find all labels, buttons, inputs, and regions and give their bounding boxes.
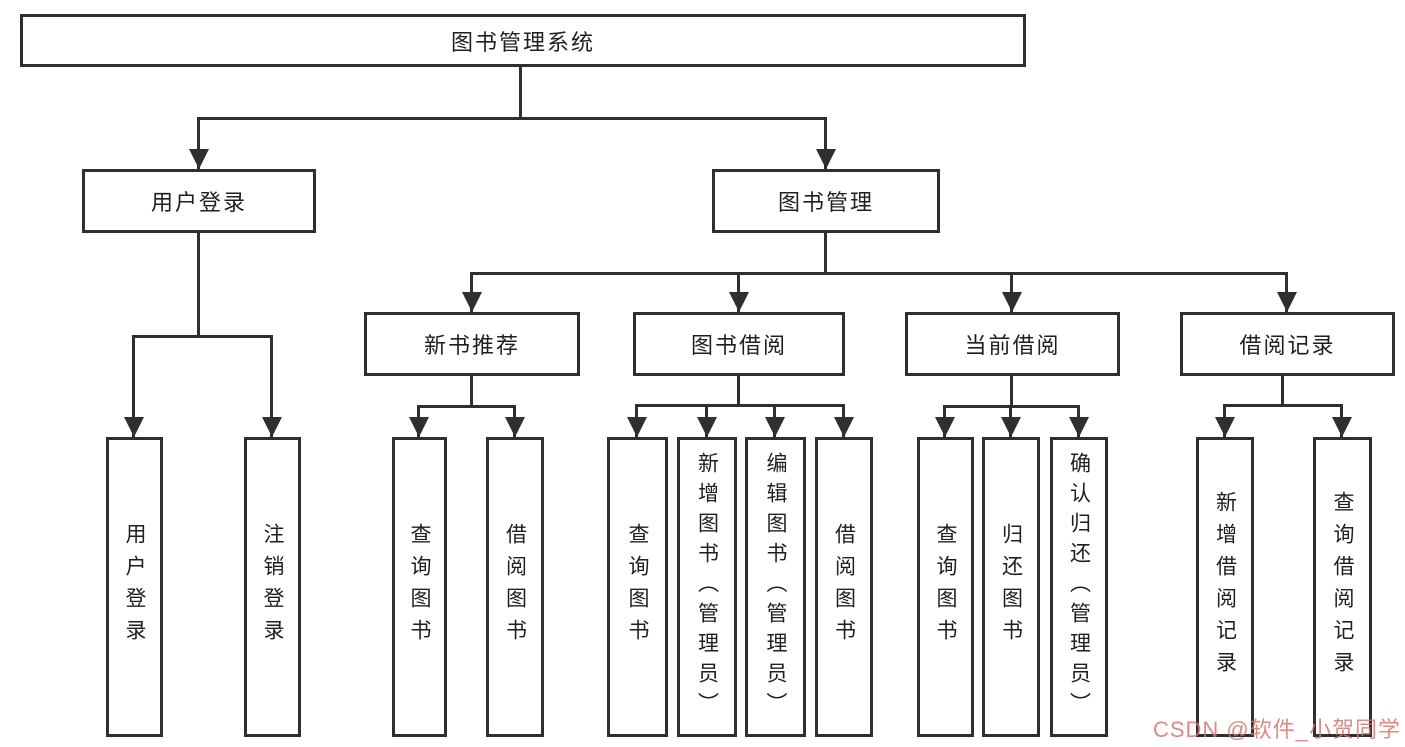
connector-line xyxy=(132,335,273,338)
node-root: 图书管理系统 xyxy=(20,14,1026,67)
node-user-login-label: 用户登录 xyxy=(150,190,247,215)
node-book-management-label: 图书管理 xyxy=(777,190,874,215)
node-book-borrow: 图书借阅 xyxy=(633,312,845,376)
arrowhead-down-icon xyxy=(1277,292,1297,312)
node-borrow-records: 借阅记录 xyxy=(1180,312,1395,376)
leaf-add-borrow-record: 新增借阅记录 xyxy=(1196,437,1254,737)
arrowhead-down-icon xyxy=(816,149,836,169)
leaf-borrow-books-recommend: 借阅图书 xyxy=(486,437,544,737)
leaf-return-book-label: 归还图书 xyxy=(999,523,1023,651)
arrowhead-down-icon xyxy=(262,417,282,437)
node-user-login: 用户登录 xyxy=(82,169,316,233)
connector-line xyxy=(1281,376,1284,407)
node-borrow-records-label: 借阅记录 xyxy=(1239,333,1336,358)
leaf-confirm-return-admin-label: 确认归还（管理员） xyxy=(1067,452,1091,722)
leaf-return-book: 归还图书 xyxy=(982,437,1040,737)
node-book-management: 图书管理 xyxy=(712,169,940,233)
arrowhead-down-icon xyxy=(935,417,955,437)
arrowhead-down-icon xyxy=(627,417,647,437)
connector-line xyxy=(824,233,827,275)
connector-line xyxy=(417,405,516,408)
arrowhead-down-icon xyxy=(1002,292,1022,312)
leaf-add-book-admin: 新增图书（管理员） xyxy=(677,437,737,737)
leaf-add-borrow-record-label: 新增借阅记录 xyxy=(1213,491,1237,683)
leaf-query-books-recommend-label: 查询图书 xyxy=(408,523,431,651)
leaf-borrow-books-label: 借阅图书 xyxy=(832,523,856,651)
arrowhead-down-icon xyxy=(1332,417,1352,437)
leaf-edit-book-admin-label: 编辑图书（管理员） xyxy=(764,452,787,722)
connector-line xyxy=(197,117,827,120)
arrowhead-down-icon xyxy=(834,417,854,437)
connector-line xyxy=(470,376,473,408)
leaf-logout-label: 注销登录 xyxy=(261,523,284,651)
leaf-query-borrow-record: 查询借阅记录 xyxy=(1313,437,1372,737)
connector-line xyxy=(197,117,200,169)
connector-line xyxy=(270,335,273,437)
node-root-label: 图书管理系统 xyxy=(450,29,595,55)
arrowhead-down-icon xyxy=(729,292,749,312)
leaf-logout: 注销登录 xyxy=(244,437,301,737)
connector-line xyxy=(824,117,827,169)
leaf-query-books-current: 查询图书 xyxy=(917,437,974,737)
arrowhead-down-icon xyxy=(1001,417,1021,437)
leaf-query-books-borrow-label: 查询图书 xyxy=(626,523,649,651)
leaf-query-books-recommend: 查询图书 xyxy=(392,437,447,737)
leaf-borrow-books: 借阅图书 xyxy=(815,437,873,737)
arrowhead-down-icon xyxy=(124,417,144,437)
connector-line xyxy=(1010,376,1013,408)
arrowhead-down-icon xyxy=(1215,417,1235,437)
connector-line xyxy=(132,335,135,437)
connector-line xyxy=(1223,404,1343,407)
connector-line xyxy=(737,376,740,407)
arrowhead-down-icon xyxy=(409,417,429,437)
node-new-book-recommend-label: 新书推荐 xyxy=(423,333,520,358)
node-current-borrow: 当前借阅 xyxy=(905,312,1120,376)
leaf-add-book-admin-label: 新增图书（管理员） xyxy=(695,452,719,722)
arrowhead-down-icon xyxy=(765,417,785,437)
connector-line xyxy=(470,272,1288,275)
leaf-confirm-return-admin: 确认归还（管理员） xyxy=(1050,437,1108,737)
node-book-borrow-label: 图书借阅 xyxy=(690,333,787,358)
connector-line xyxy=(197,233,200,338)
node-new-book-recommend: 新书推荐 xyxy=(364,312,580,376)
leaf-query-books-current-label: 查询图书 xyxy=(934,523,957,651)
arrowhead-down-icon xyxy=(1069,417,1089,437)
leaf-edit-book-admin: 编辑图书（管理员） xyxy=(745,437,806,737)
arrowhead-down-icon xyxy=(697,417,717,437)
watermark: CSDN @软件_小贺同学 xyxy=(1152,717,1401,742)
arrowhead-down-icon xyxy=(462,292,482,312)
node-current-borrow-label: 当前借阅 xyxy=(964,333,1061,358)
leaf-user-login: 用户登录 xyxy=(106,437,163,737)
leaf-borrow-books-recommend-label: 借阅图书 xyxy=(503,523,527,651)
arrowhead-down-icon xyxy=(505,417,525,437)
connector-line xyxy=(635,404,845,407)
leaf-user-login-label: 用户登录 xyxy=(123,523,146,651)
leaf-query-borrow-record-label: 查询借阅记录 xyxy=(1331,491,1354,683)
arrowhead-down-icon xyxy=(189,149,209,169)
leaf-query-books-borrow: 查询图书 xyxy=(607,437,668,737)
connector-line xyxy=(519,67,522,120)
